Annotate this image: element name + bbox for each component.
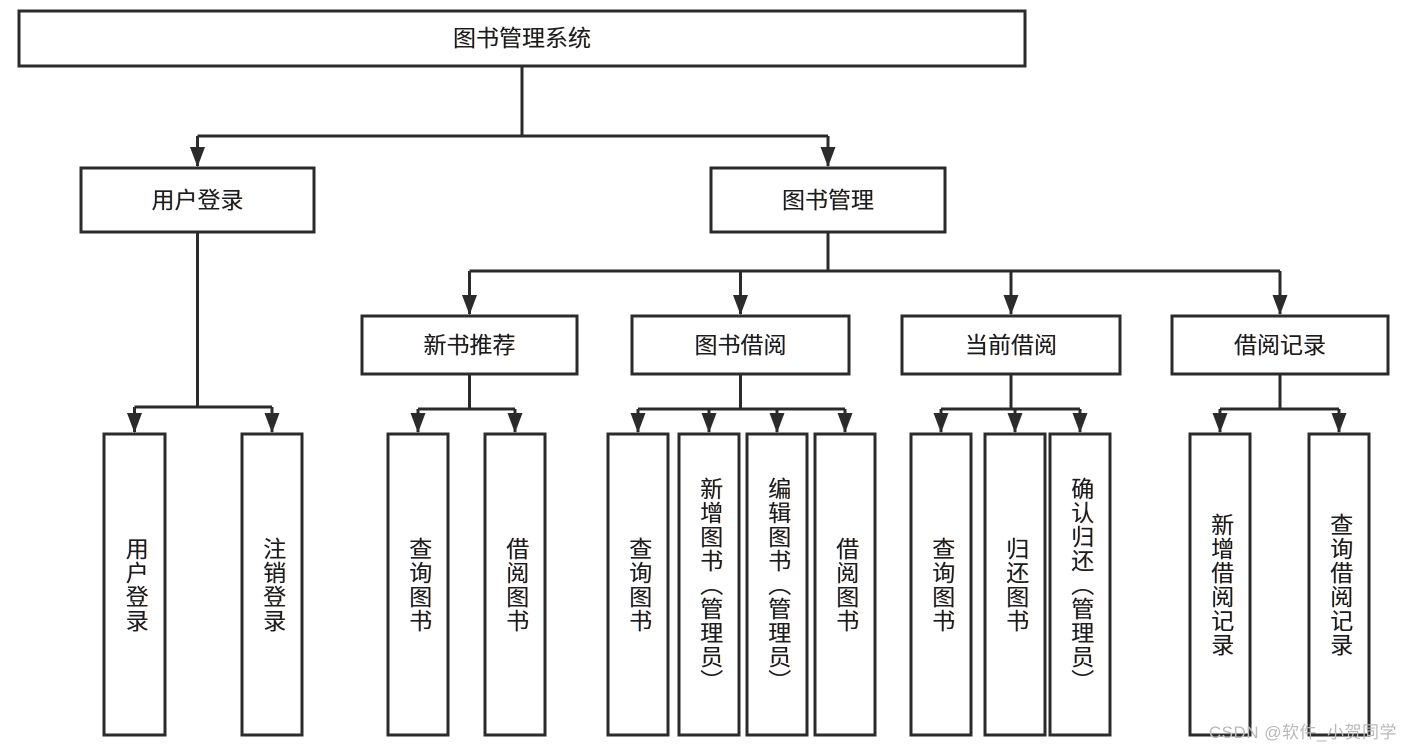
level3-node-box[interactable]	[360, 314, 579, 376]
arrow-head-icon	[933, 413, 949, 433]
root-node-box[interactable]	[17, 9, 1027, 68]
arrow-head-icon	[507, 413, 523, 433]
leaf-node-box[interactable]	[606, 432, 670, 737]
leaf-node-box[interactable]	[745, 432, 809, 737]
watermark-text: CSDN @软件_小贺同学	[1208, 723, 1397, 742]
level3-node-box[interactable]	[630, 314, 851, 376]
arrow-head-icon	[127, 413, 142, 433]
arrow-head-icon	[264, 413, 280, 433]
box-layer	[17, 9, 1390, 737]
level2-node-box[interactable]	[709, 166, 947, 234]
leaf-node-box[interactable]	[677, 432, 741, 737]
arrow-head-icon	[462, 295, 477, 315]
arrow-head-icon	[733, 295, 748, 315]
arrow-head-icon	[1331, 413, 1347, 433]
leaf-node-box[interactable]	[102, 432, 167, 737]
leaf-node-box[interactable]	[909, 432, 973, 737]
leaf-node-box[interactable]	[386, 432, 450, 737]
leaf-node-box[interactable]	[1048, 432, 1112, 737]
arrow-head-icon	[410, 413, 426, 433]
leaf-node-box[interactable]	[1188, 432, 1252, 737]
connector-layer	[127, 66, 1347, 433]
leaf-node-box[interactable]	[240, 432, 304, 737]
arrow-head-icon	[837, 413, 853, 433]
level3-node-box[interactable]	[1170, 314, 1390, 376]
arrow-head-icon	[701, 413, 717, 433]
leaf-node-box[interactable]	[1307, 432, 1371, 737]
leaf-node-box[interactable]	[813, 432, 877, 737]
arrow-head-icon	[190, 147, 205, 167]
arrow-head-icon	[1003, 295, 1019, 315]
arrow-head-icon	[769, 413, 785, 433]
leaf-node-box[interactable]	[483, 432, 547, 737]
arrow-head-icon	[1007, 413, 1023, 433]
arrow-head-icon	[1072, 413, 1088, 433]
arrow-head-icon	[820, 147, 836, 167]
level3-node-box[interactable]	[900, 314, 1122, 376]
arrow-head-icon	[630, 413, 646, 433]
arrow-head-icon	[1272, 295, 1288, 315]
level2-node-box[interactable]	[79, 166, 316, 234]
arrow-head-icon	[1212, 413, 1228, 433]
leaf-node-box[interactable]	[983, 432, 1047, 737]
